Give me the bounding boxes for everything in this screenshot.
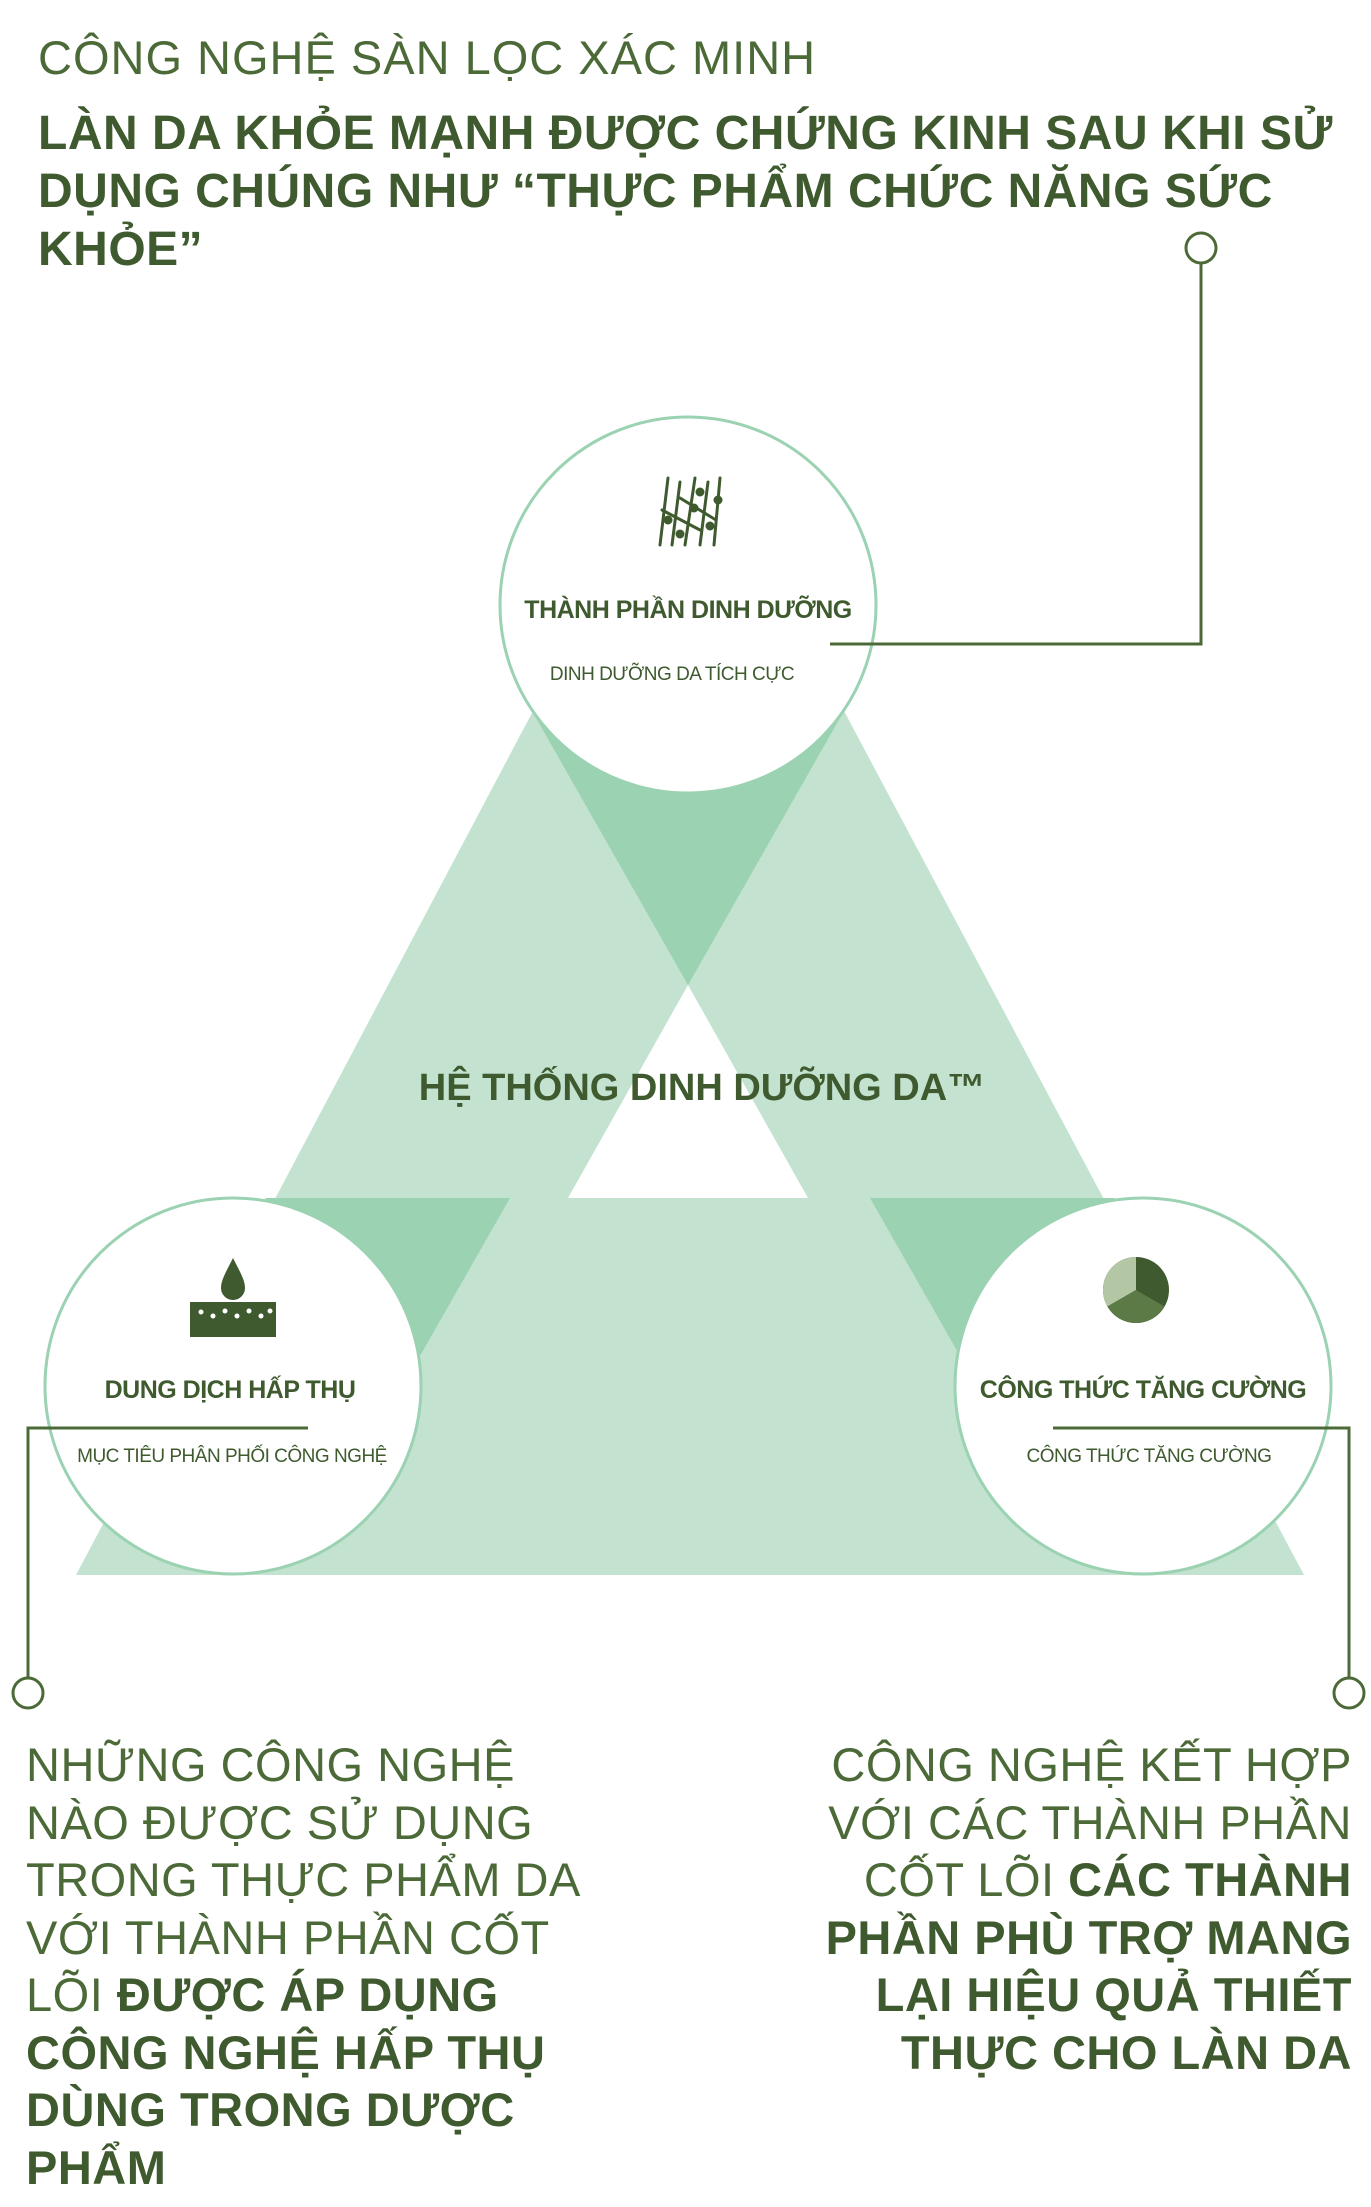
left-circle-subtitle: MỤC TIÊU PHÂN PHỐI CÔNG NGHỆ (77, 1445, 387, 1467)
header-headline: LÀN DA KHỎE MẠNH ĐƯỢC CHỨNG KINH SAU KHI… (38, 107, 1333, 276)
circle-left (43, 1196, 423, 1576)
connector-right (1053, 1426, 1366, 1710)
left-text-block: NHỮNG CÔNG NGHỆ NÀO ĐƯỢC SỬ DỤNG TRONG T… (26, 1736, 626, 2196)
water-drop-icon (190, 1258, 276, 1337)
connector-left (11, 1426, 308, 1710)
left-text-light: NHỮNG CÔNG NGHỆ NÀO ĐƯỢC SỬ DỤNG TRONG T… (26, 1738, 579, 2021)
top-circle-title: THÀNH PHẦN DINH DƯỠNG (524, 594, 851, 624)
pie-icon (1102, 1257, 1169, 1324)
left-text-bold: ĐƯỢC ÁP DỤNG CÔNG NGHỆ HẤP THỤ DÙNG TRON… (26, 1968, 546, 2194)
circle-right (953, 1196, 1333, 1576)
right-text-bold: CÁC THÀNH PHẦN PHÙ TRỢ MANG LẠI HIỆU QUẢ… (825, 1853, 1352, 2079)
connector-top (830, 231, 1218, 646)
left-circle-title: DUNG DỊCH HẤP THỤ (105, 1375, 356, 1404)
center-label: HỆ THỐNG DINH DƯỠNG DA™ (419, 1064, 985, 1109)
top-circle-subtitle: DINH DƯỠNG DA TÍCH CỰC (550, 663, 794, 685)
right-circle-subtitle: CÔNG THỨC TĂNG CƯỜNG (1027, 1445, 1272, 1467)
right-text-block: CÔNG NGHỆ KẾT HỢP VỚI CÁC THÀNH PHẦN CỐT… (760, 1736, 1352, 2081)
header-eyebrow: CÔNG NGHỆ SÀN LỌC XÁC MINH (38, 31, 817, 84)
triangle-center-white (568, 985, 808, 1198)
circle-top (498, 415, 878, 795)
right-circle-title: CÔNG THỨC TĂNG CƯỜNG (980, 1374, 1306, 1404)
plant-stems-icon (658, 476, 723, 547)
right-text-light: CÔNG NGHỆ KẾT HỢP VỚI CÁC THÀNH PHẦN CỐT… (828, 1738, 1352, 1906)
triangle-inner-top (536, 718, 840, 985)
